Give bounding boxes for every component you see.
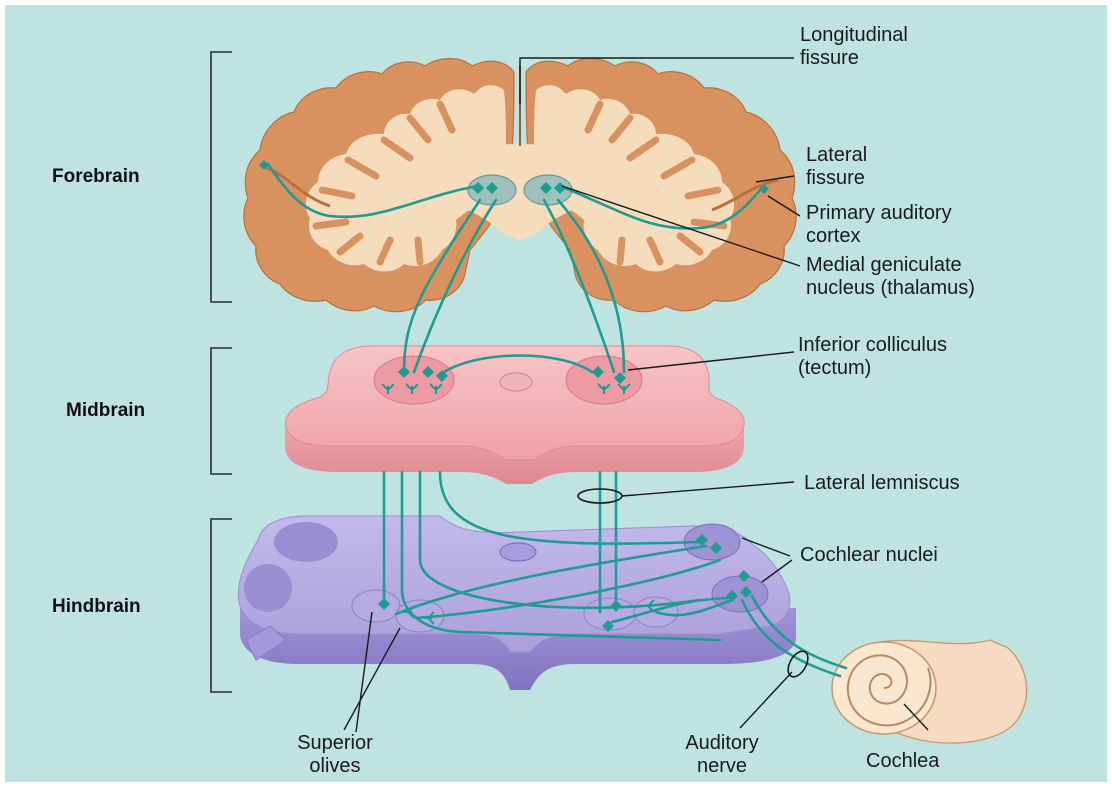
hindbrain-ventricle-mid xyxy=(244,564,292,612)
left-superior-olive xyxy=(352,590,400,622)
auditory-nerve-line-1: Auditory xyxy=(662,732,782,755)
superior-olives-line-2: olives xyxy=(280,755,390,778)
cochlea-label: Cochlea xyxy=(866,750,939,773)
superior-olives-line-1: Superior xyxy=(280,732,390,755)
midbrain-top xyxy=(286,346,745,460)
cerebral-aqueduct xyxy=(500,373,532,391)
midbrain-section xyxy=(285,346,744,484)
inferior-colliculus-label: Inferior colliculus (tectum) xyxy=(798,334,947,380)
medial-geniculate-label: Medial geniculate nucleus (thalamus) xyxy=(806,254,975,300)
longitudinal-fissure-line-1: Longitudinal xyxy=(800,24,908,46)
medial-geniculate-line-1: Medial geniculate xyxy=(806,254,962,276)
superior-olives-label: Superior olives xyxy=(280,732,390,778)
fourth-ventricle xyxy=(500,543,536,561)
forebrain-label: Forebrain xyxy=(52,166,140,188)
cochlea xyxy=(832,640,1027,743)
primary-auditory-cortex-label: Primary auditory cortex xyxy=(806,202,952,248)
lateral-lemniscus-label: Lateral lemniscus xyxy=(804,472,960,495)
medial-geniculate-line-2: nucleus (thalamus) xyxy=(806,277,975,299)
auditory-nerve-line-2: nerve xyxy=(662,755,782,778)
inferior-colliculus-line-2: (tectum) xyxy=(798,357,871,379)
inferior-colliculus-line-1: Inferior colliculus xyxy=(798,334,947,356)
midbrain-label: Midbrain xyxy=(66,400,145,422)
cochlear-nuclei-label: Cochlear nuclei xyxy=(800,544,938,567)
lateral-fissure-label: Lateral fissure xyxy=(806,144,867,190)
longitudinal-fissure-line-2: fissure xyxy=(800,47,859,69)
hindbrain-ventricle-left xyxy=(274,522,338,562)
lateral-fissure-line-2: fissure xyxy=(806,167,865,189)
primary-auditory-cortex-line-2: cortex xyxy=(806,225,860,247)
lateral-fissure-line-1: Lateral xyxy=(806,144,867,166)
longitudinal-fissure-label: Longitudinal fissure xyxy=(800,24,908,70)
hindbrain-label: Hindbrain xyxy=(52,596,141,618)
auditory-nerve-label: Auditory nerve xyxy=(662,732,782,778)
primary-auditory-cortex-line-1: Primary auditory xyxy=(806,202,952,224)
